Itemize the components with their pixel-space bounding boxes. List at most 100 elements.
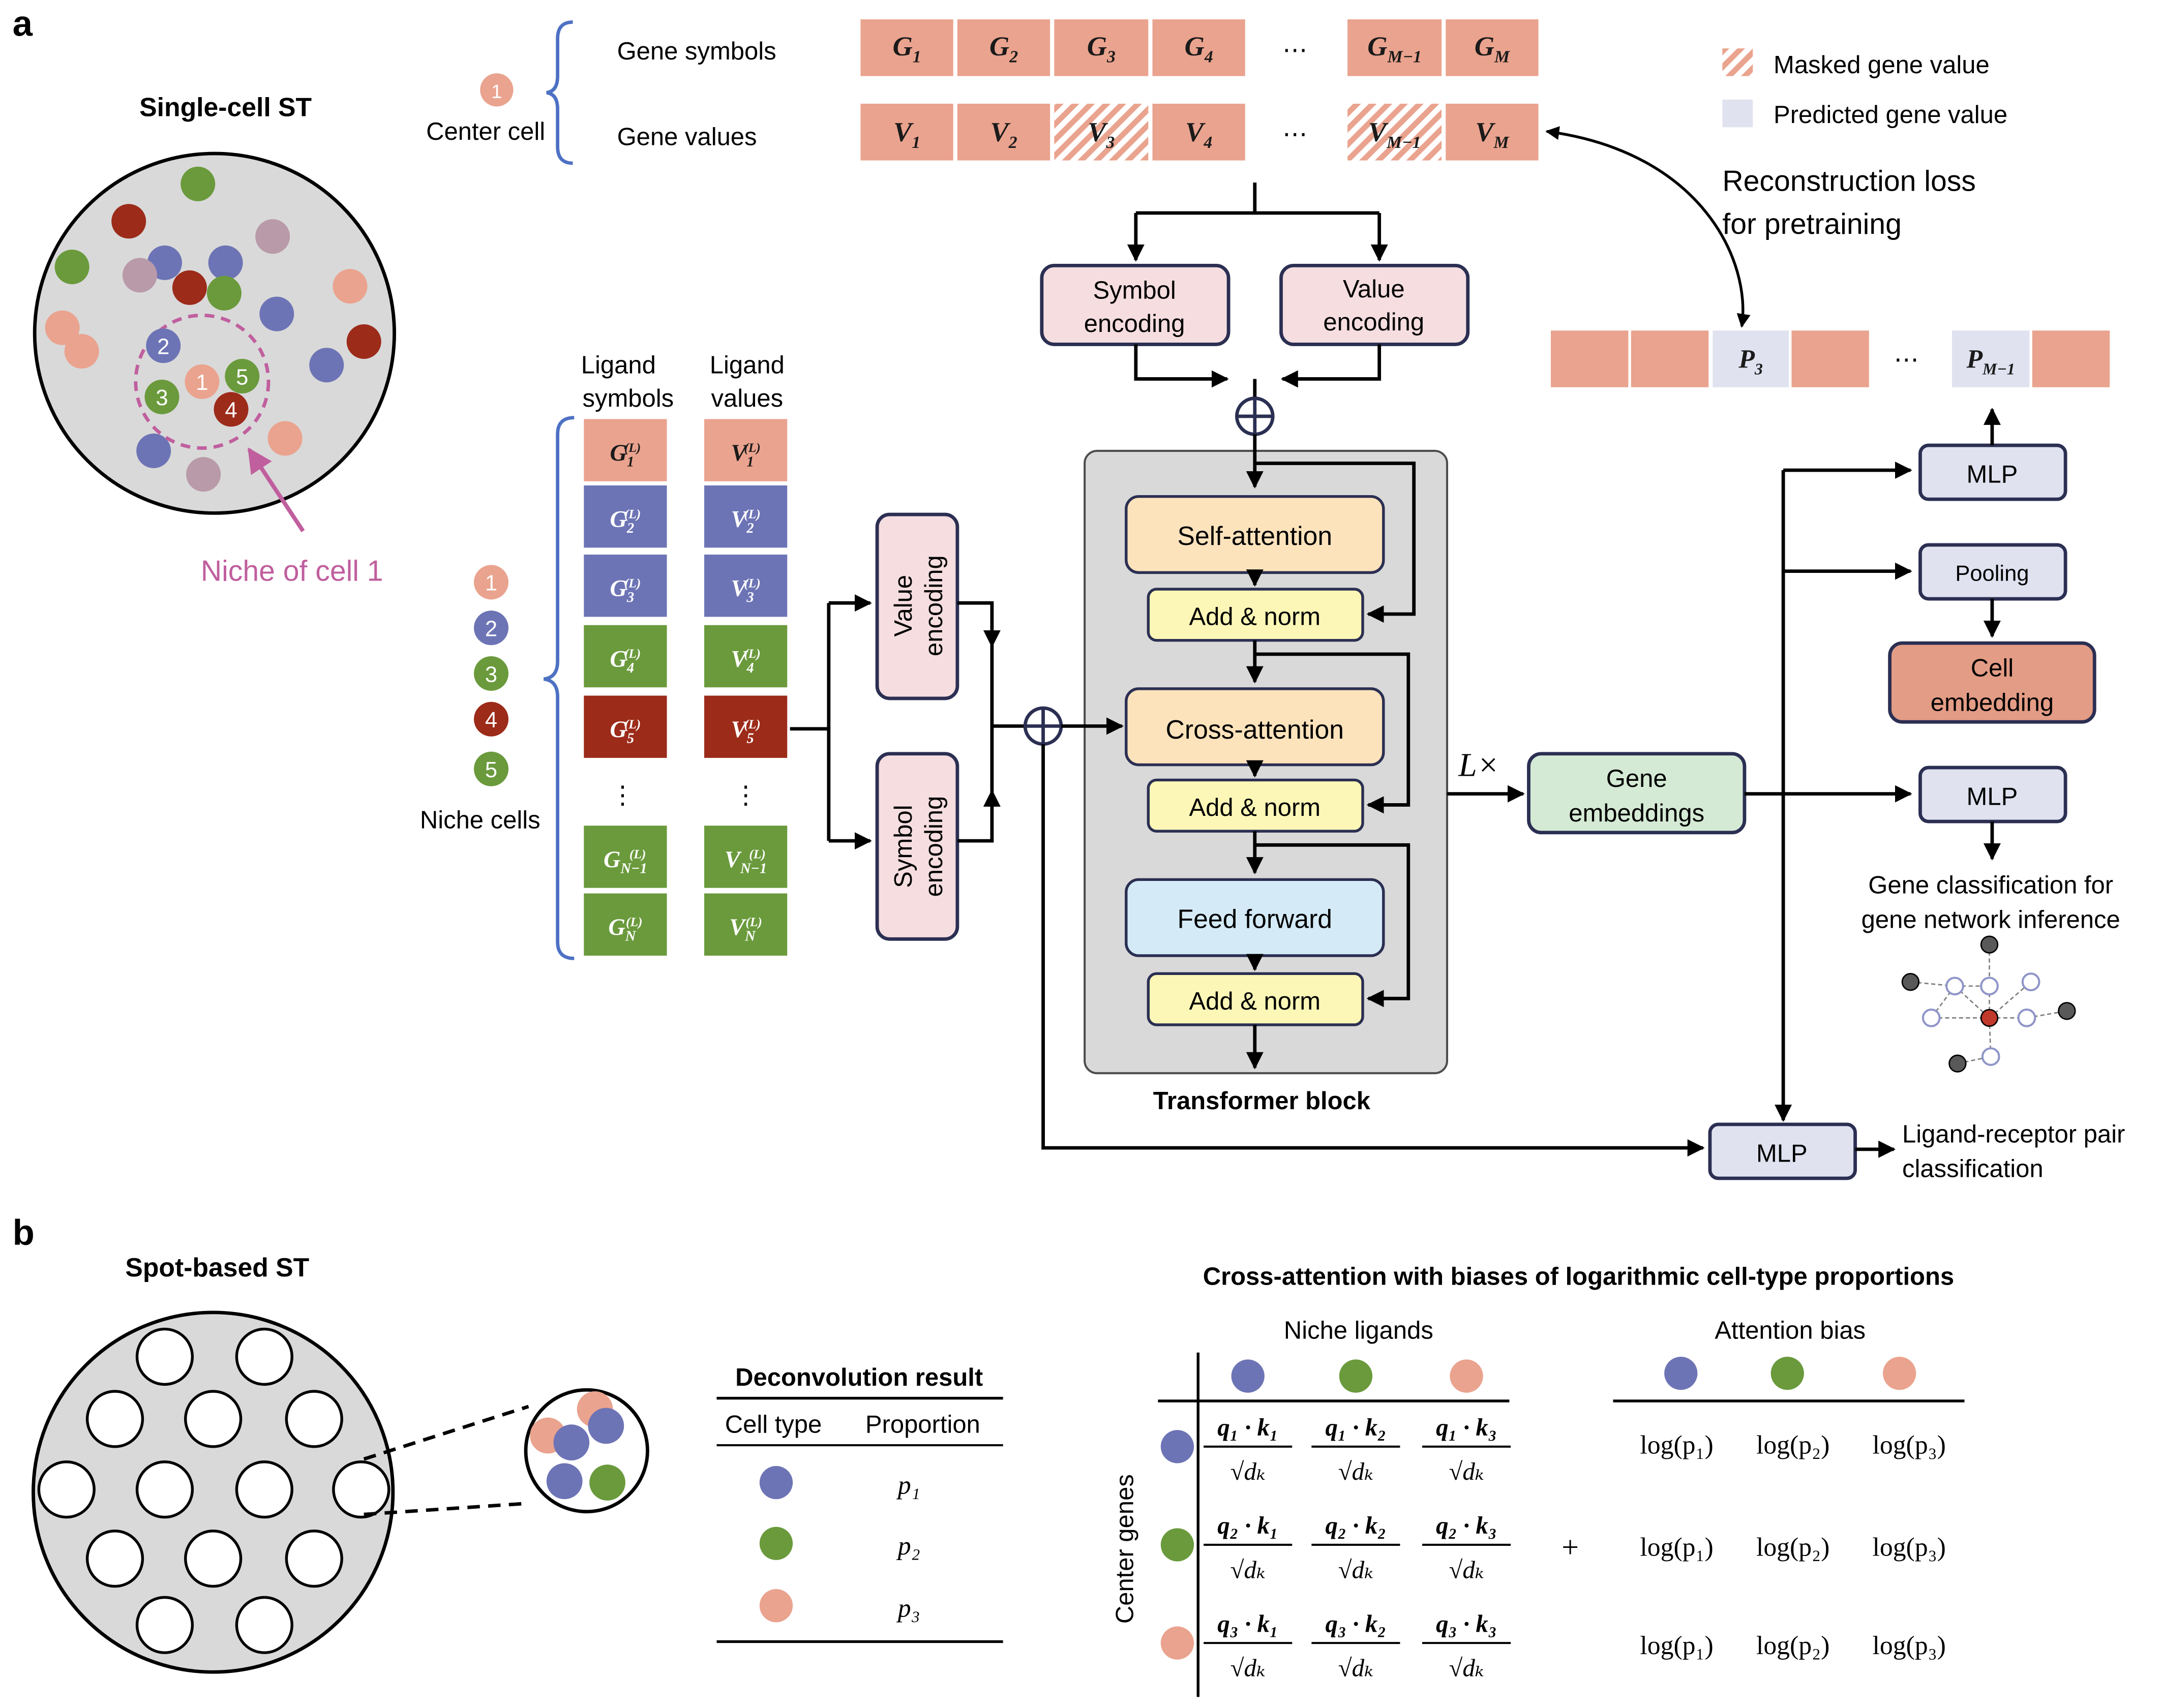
qk-denominator: √dₖ: [1230, 1654, 1266, 1682]
tissue-cell: [136, 433, 171, 468]
value-encoding-box: [1279, 263, 1470, 346]
gene-value-token-base: V: [1088, 117, 1108, 147]
proportion-1: p₁: [896, 1471, 920, 1500]
self-attention-label: Self-attention: [1178, 521, 1333, 551]
gene-value-cell-masked: [1054, 104, 1149, 161]
predicted-token-sub: 3: [1754, 360, 1763, 378]
ligand-value-token: VN−1(L): [725, 847, 767, 877]
ligand-symbol-token: G1(L): [610, 440, 641, 470]
gene-symbol-token: GM: [1475, 31, 1510, 67]
ligand-symbol-token-sup: (L): [624, 440, 641, 455]
niche-value-encoding-box: [875, 512, 959, 700]
ligand-value-token-base: V: [731, 507, 748, 533]
ligand-symbol-cell: [584, 554, 667, 617]
ligand-symbol-token: GN−1(L): [604, 847, 647, 877]
niche-value-encoding-line1: Value: [890, 575, 917, 637]
gene-value-cell: [957, 104, 1051, 161]
ligand-symbol-token-base: G: [604, 847, 620, 873]
lr-line2: classification: [1902, 1155, 2044, 1182]
niche-symbol-encoding-line2: encoding: [920, 796, 948, 897]
niche-cell: [146, 328, 181, 363]
ligand-symbol-cell: [584, 893, 667, 956]
niche-split-line: [790, 603, 831, 841]
ligand-token-columns: G1(L)V1(L)G2(L)V2(L)G3(L)V3(L)G4(L)V4(L)…: [584, 419, 788, 956]
deconv-cell-type-3: [759, 1589, 793, 1623]
qk-denominator: √dₖ: [1338, 1654, 1373, 1682]
ligand-value-cell: [704, 695, 788, 758]
ligand-value-token: V5(L): [731, 717, 760, 747]
mlp-label-pretrain: MLP: [1967, 461, 2018, 489]
tissue-cells: [45, 166, 381, 492]
niche-cell-number: 2: [157, 334, 169, 359]
niche-cell-dot-number: 4: [485, 708, 497, 733]
ligand-symbol-cell: [584, 419, 667, 481]
symbol-to-merge: [1134, 344, 1229, 388]
deconv-cell-type-2: [759, 1527, 793, 1560]
niche-cell-dot-number: 1: [485, 571, 497, 596]
gene-symbol-token: G4: [1185, 31, 1213, 67]
gene-output-cell: [1791, 330, 1869, 387]
bias-type-3: [1882, 1356, 1916, 1390]
ligand-value-token: V4(L): [731, 646, 760, 676]
gene-value-token: VM: [1475, 117, 1509, 152]
tissue-cell: [267, 421, 303, 456]
niche-cell-dot: [473, 656, 509, 691]
ligand-symbol-token-sup: (L): [626, 914, 642, 929]
ligand-symbol-token: G3(L): [610, 575, 641, 605]
ligand-symbols-line2: symbols: [583, 385, 674, 412]
gene-symbol-token-sub: M: [1494, 47, 1510, 66]
gene-class-line1: Gene classification for: [1868, 872, 2113, 899]
panel-b-label: b: [13, 1212, 35, 1253]
bias-value: log(p₃): [1872, 1631, 1945, 1660]
tissue-cell: [259, 296, 294, 331]
bias-value: log(p₂): [1756, 1533, 1829, 1562]
gene-symbol-cell: [1347, 19, 1442, 76]
spot: [285, 1390, 343, 1448]
gene-symbol-token-base: G: [1185, 31, 1205, 62]
gene-symbol-token-base: G: [1087, 31, 1107, 62]
ligand-symbol-token-sup: (L): [624, 575, 641, 590]
ligand-value-cell: [704, 826, 788, 888]
ligand-symbol-token-sub: 4: [626, 660, 634, 676]
gene-symbol-token-base: G: [1367, 31, 1387, 62]
ligand-value-token: V2(L): [731, 506, 760, 536]
legend-predicted-swatch: [1722, 99, 1753, 128]
bias-value: log(p₁): [1640, 1430, 1713, 1459]
gene-value-token-base: V: [1475, 117, 1495, 147]
gene-value-cell: [1446, 104, 1539, 161]
add-norm-label-1: Add & norm: [1189, 603, 1321, 631]
gene-embeddings-line1: Gene: [1606, 765, 1667, 792]
tissue-cell: [333, 269, 368, 304]
value-to-merge: [1280, 344, 1382, 388]
ligand-symbol-token-sub: N: [625, 928, 637, 944]
ligand-symbol-token: G4(L): [610, 646, 641, 676]
ligand-value-cell: [704, 625, 788, 688]
niche-cell-number: 4: [225, 399, 237, 423]
niche-cell-dot: [473, 751, 509, 786]
ligand-symbol-token-sub: N−1: [620, 860, 647, 876]
ligand-symbol-cell: [584, 625, 667, 688]
gene-symbol-cell: [1054, 19, 1149, 76]
qk-numerator: q₂ · k₂: [1325, 1511, 1386, 1539]
tissue-cell: [346, 324, 381, 359]
gene-symbol-token: G2: [989, 31, 1018, 67]
lr-line1: Ligand-receptor pair: [1902, 1120, 2125, 1148]
qk-denominator: √dₖ: [1338, 1457, 1373, 1485]
tissue-cell: [172, 270, 207, 305]
single-cell-tissue: [33, 151, 396, 515]
bias-value: log(p₂): [1756, 1631, 1829, 1660]
feed-forward-label: Feed forward: [1178, 904, 1333, 934]
predicted-token: PM−1: [1966, 345, 2015, 378]
ligand-symbol-token-sub: 1: [627, 454, 634, 470]
residual-feed-forward: [1254, 843, 1410, 1008]
gene-value-token-base: V: [990, 117, 1010, 147]
niche-cell-number: 1: [196, 371, 208, 395]
niche-ligands-label: Niche ligands: [1284, 1317, 1433, 1345]
ligand-value-token-sup: (L): [744, 717, 760, 731]
qk-numerator: q₃ · k₁: [1217, 1609, 1278, 1637]
proportion-3: p₃: [896, 1594, 920, 1623]
predicted-gene-cell: [1952, 330, 2030, 387]
